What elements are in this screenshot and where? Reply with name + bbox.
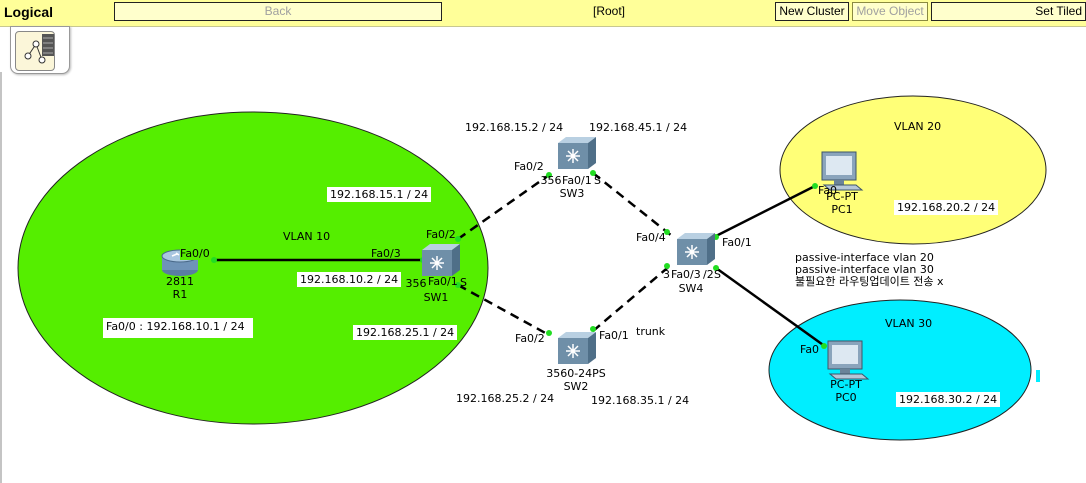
link-sw4-pc0[interactable] <box>715 266 827 349</box>
ip-label: 192.168.25.1 / 24 <box>353 325 458 340</box>
ip-label: 192.168.10.2 / 24 <box>297 272 402 287</box>
trunk-label: trunk <box>636 325 666 338</box>
port-label: Fa0/2 <box>514 160 544 173</box>
vlan30-label: VLAN 30 <box>885 317 933 330</box>
port-label: Fa0/2 <box>426 228 456 241</box>
move-object-button[interactable]: Move Object <box>852 2 928 21</box>
port-label: S <box>460 276 467 289</box>
multilayer-switch-icon[interactable] <box>558 137 596 169</box>
ip-label: 192.168.45.1 / 24 <box>589 121 688 134</box>
link-sw1-sw2[interactable] <box>457 283 550 337</box>
multilayer-switch-icon[interactable] <box>558 332 596 364</box>
device-model-label: PC-PT <box>830 378 862 391</box>
vlan10-area[interactable] <box>17 111 489 425</box>
port-label: S <box>594 174 601 187</box>
port-label: Fa0/2 <box>515 332 545 345</box>
vlan30-resize-handle[interactable] <box>1036 370 1040 382</box>
note-line: passive-interface vlan 30 <box>795 263 934 276</box>
note-line: 불필요한 라우팅업데이트 전송 x <box>795 275 944 288</box>
port-label: Fa0 <box>818 184 838 197</box>
root-breadcrumb[interactable]: [Root] <box>592 4 625 18</box>
device-name-label: PC0 <box>835 391 857 404</box>
back-button[interactable]: Back <box>114 2 442 21</box>
device-model-label: 2811 <box>166 275 194 288</box>
device-name-label: PC1 <box>831 203 853 216</box>
device-model-label: 356 <box>540 174 562 187</box>
device-name-label: SW3 <box>559 187 585 200</box>
device-name-label: SW2 <box>563 380 589 393</box>
ip-label: 192.168.35.1 / 24 <box>591 394 690 407</box>
device-name-label: SW4 <box>678 282 704 295</box>
device-model-label: 3560-24PS <box>546 367 606 380</box>
port-label: Fa0/1 <box>428 275 458 288</box>
link-sw2-sw4[interactable] <box>592 263 673 332</box>
routing-note: passive-interface vlan 20 passive-interf… <box>793 251 946 289</box>
port-label: Fa0/3 <box>671 268 701 281</box>
port-label: Fa0 <box>800 343 820 356</box>
device-model-label: 356 <box>405 277 427 290</box>
port-label: Fa0/4 <box>636 231 666 244</box>
port-label: Fa0/0 <box>180 247 210 260</box>
device-name-label: R1 <box>172 288 188 301</box>
topology-icon <box>15 31 55 71</box>
note-line: passive-interface vlan 20 <box>795 251 934 264</box>
link-sw3-sw4[interactable] <box>592 172 673 237</box>
link-sw1-sw3[interactable] <box>457 173 550 241</box>
device-model-label: PC-PT <box>826 190 858 203</box>
ip-label: 192.168.30.2 / 24 <box>896 392 1001 407</box>
ip-label: 192.168.25.2 / 24 <box>456 392 555 405</box>
link-sw4-pc1[interactable] <box>715 184 816 238</box>
ip-label: 192.168.15.2 / 24 <box>465 121 564 134</box>
pc-icon[interactable] <box>821 151 864 191</box>
vlan20-area[interactable] <box>779 95 1047 245</box>
workspace-title: Logical <box>4 4 54 20</box>
port-label: Fa0/3 <box>371 247 401 260</box>
logical-view-tab[interactable] <box>10 26 70 74</box>
ip-label: Fa0/0 : 192.168.10.1 / 24 <box>103 318 253 338</box>
multilayer-switch-icon[interactable] <box>677 233 715 265</box>
port-label: Fa0/1 <box>722 236 752 249</box>
port-label: S <box>714 268 721 281</box>
port-label: Fa0/1 <box>599 329 629 342</box>
vlan10-label: VLAN 10 <box>283 230 331 243</box>
ip-label: 192.168.15.1 / 24 <box>327 187 432 202</box>
vlan20-label: VLAN 20 <box>894 120 942 133</box>
new-cluster-button[interactable]: New Cluster <box>775 2 849 21</box>
port-label: 3 <box>663 268 670 281</box>
port-label: /2 <box>703 268 714 281</box>
device-name-label: SW1 <box>423 291 449 304</box>
multilayer-switch-icon[interactable] <box>422 244 460 276</box>
port-label: Fa0/1 <box>562 174 592 187</box>
ip-label: 192.168.20.2 / 24 <box>894 200 999 215</box>
pc-icon[interactable] <box>827 340 870 380</box>
